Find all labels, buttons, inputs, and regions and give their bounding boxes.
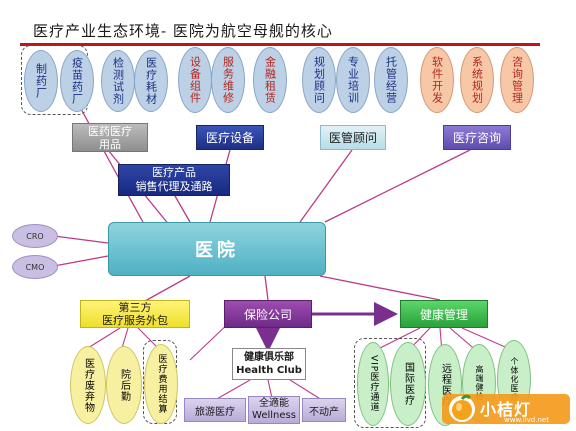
cmo-pill: CMO — [12, 255, 58, 279]
category-pharma: 医药医疗 用品 — [72, 123, 148, 152]
connector-it — [324, 149, 471, 223]
oval-personalized-label: 个体化医疗 — [510, 356, 519, 402]
top-oval-5: 服务维修 — [211, 47, 245, 113]
top-oval-8: 专业培训 — [336, 47, 370, 113]
connector-billing — [137, 327, 159, 349]
top-oval-0: 制药厂 — [24, 50, 58, 112]
category-consulting: 医管顾问 — [320, 125, 386, 150]
oval-vip-channel: VIP医疗通道 — [357, 342, 389, 426]
top-oval-1: 疫苗药厂 — [60, 50, 94, 112]
top-oval-label: 疫苗药厂 — [70, 57, 84, 105]
connector-cro — [53, 235, 109, 244]
third-party-outsourcing: 第三方 医疗服务外包 — [80, 300, 190, 328]
top-oval-label: 设备组件 — [188, 56, 202, 104]
top-oval-6: 金融租赁 — [253, 47, 287, 113]
club-real-estate: 不动产 — [302, 398, 346, 422]
connector-agent — [174, 195, 191, 223]
oval-billing-settlement: 医疗费用结算 — [144, 344, 178, 424]
oval-hospital-logistics: 院后勤 — [106, 346, 142, 424]
top-oval-label: 医疗耗材 — [144, 57, 158, 105]
top-oval-3: 医疗耗材 — [134, 50, 168, 112]
watermark-logo: 小桔灯 www.iivd.net — [442, 390, 570, 426]
club-wellness: 全適能 Wellness — [248, 396, 300, 424]
top-oval-12: 咨询管理 — [500, 47, 534, 113]
top-oval-9: 托管经营 — [374, 47, 408, 113]
cro-pill: CRO — [12, 224, 58, 248]
top-oval-label: 咨询管理 — [510, 56, 524, 104]
orange-lamp-icon — [442, 394, 570, 424]
connector-waste — [87, 327, 121, 349]
top-oval-label: 系统规划 — [470, 56, 484, 104]
oval-international: 国际医疗 — [390, 342, 426, 426]
connector-health-mgmt — [319, 275, 441, 301]
top-oval-10: 软件开发 — [420, 47, 454, 113]
club-travel-medical: 旅游医疗 — [184, 398, 246, 422]
connector-third-party — [144, 275, 191, 302]
category-it: 医疗咨询 — [443, 125, 511, 150]
logo-text: 小桔灯 — [480, 400, 532, 419]
top-oval-label: 服务维修 — [221, 56, 235, 104]
connector-consulting — [299, 149, 353, 223]
logo-url: www.iivd.net — [504, 416, 549, 424]
sales-agent-box: 医疗产品 销售代理及通路 — [118, 164, 230, 196]
top-oval-label: 制药厂 — [34, 63, 48, 99]
page-title: 医疗产业生态环境- 医院为航空母舰的核心 — [33, 22, 333, 40]
top-oval-4: 设备组件 — [178, 47, 212, 113]
connector-insurance — [264, 275, 269, 301]
oval-billing-settlement-label: 医疗费用结算 — [156, 354, 167, 414]
connector-wellness — [267, 379, 273, 399]
oval-hospital-logistics-label: 院后勤 — [118, 368, 130, 402]
connector-pharma-factory — [74, 97, 151, 236]
connector-cmo — [53, 255, 109, 267]
top-oval-2: 检测试剂 — [101, 50, 135, 112]
top-oval-11: 系统规划 — [460, 47, 494, 113]
title-underline — [20, 43, 540, 46]
top-oval-label: 金融租赁 — [263, 56, 277, 104]
oval-medical-waste-label: 医疗废弃物 — [82, 357, 94, 413]
top-oval-label: 规划顾问 — [312, 56, 326, 104]
hospital-core: 医院 — [108, 222, 326, 276]
top-oval-label: 检测试剂 — [111, 57, 125, 105]
top-oval-7: 规划顾问 — [302, 47, 336, 113]
oval-medical-waste: 医疗废弃物 — [70, 346, 106, 424]
top-oval-label: 专业培训 — [346, 56, 360, 104]
connector-realestate — [289, 379, 323, 401]
health-management: 健康管理 — [400, 300, 488, 328]
category-equipment: 医疗设备 — [196, 125, 264, 150]
oval-remote-medical-label: 远程医疗 — [439, 363, 451, 407]
oval-vip-channel-label: VIP医疗通道 — [368, 355, 379, 413]
top-oval-label: 托管经营 — [384, 56, 398, 104]
oval-high-end-checkup-label: 高端健检 — [475, 365, 484, 401]
insurance-company: 保险公司 — [224, 300, 312, 328]
oval-international-label: 国际医疗 — [402, 362, 414, 406]
top-oval-label: 软件开发 — [430, 56, 444, 104]
connector-logistics — [121, 327, 129, 349]
connector-travel — [214, 379, 251, 401]
health-club: 健康俱乐部 Health Club — [232, 348, 306, 380]
